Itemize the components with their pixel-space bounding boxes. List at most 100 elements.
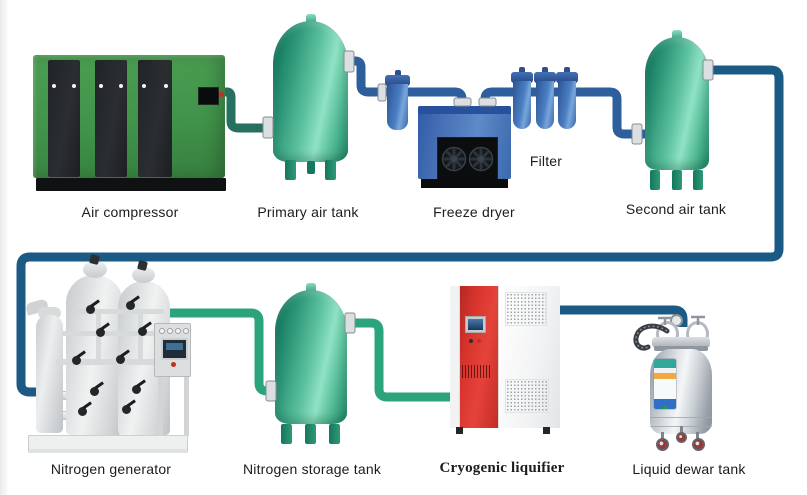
label-nitrogen-generator: Nitrogen generator: [50, 461, 172, 477]
tank-leg: [285, 160, 296, 180]
filter-vent: [564, 67, 570, 75]
valve-icon: [132, 385, 141, 394]
cabinet-leg: [184, 376, 189, 436]
pipe-liquifier-to-dewar: [556, 305, 688, 327]
liquifier-side-strip: [450, 286, 460, 428]
filter-graphic: [511, 67, 533, 129]
pipe-compressor-to-primary-tank: [220, 87, 270, 133]
dewar-top-plate: [652, 337, 710, 348]
label-cryogenic-liquifier: Cryogenic liquifier: [439, 460, 565, 476]
dewar-product-label: [654, 359, 676, 409]
filter-vent: [394, 70, 401, 78]
compressor-door-panel: [48, 60, 80, 177]
label-nitrogen-storage-tank: Nitrogen storage tank: [242, 461, 382, 477]
panel-bolt-icon: [52, 84, 56, 88]
tower-cap: [83, 261, 107, 278]
label-second-air-tank: Second air tank: [625, 201, 727, 217]
label-band: [654, 379, 676, 409]
air-compressor-graphic: [33, 55, 225, 178]
valve-icon: [96, 328, 105, 337]
liquifier-foot: [543, 427, 550, 434]
generator-pipe: [138, 313, 143, 365]
tank-vessel: [275, 290, 347, 424]
gauge-icon: [167, 328, 173, 334]
valve-icon: [78, 407, 87, 416]
tank-leg: [693, 170, 703, 190]
dryer-base: [421, 179, 508, 188]
generator-pipe: [56, 359, 168, 365]
panel-bolt-icon: [99, 84, 103, 88]
panel-bolt-icon: [164, 84, 168, 88]
label-liquid-dewar-tank: Liquid dewar tank: [632, 461, 746, 477]
panel-bolt-icon: [72, 84, 76, 88]
fan-icon: [468, 146, 494, 172]
compressor-base: [36, 178, 226, 191]
gauge-icon: [159, 328, 165, 334]
caster-fork: [696, 432, 699, 440]
filter-housing: [536, 81, 554, 129]
valve-icon: [138, 327, 147, 336]
tank-leg: [281, 424, 292, 444]
liquifier-foot: [456, 427, 463, 434]
label-band: [654, 399, 676, 409]
label-air-compressor: Air compressor: [81, 204, 179, 220]
pipe-flange: [262, 116, 274, 139]
pipe-flange: [478, 97, 497, 107]
filter-graphic: [556, 67, 578, 129]
fan-icon: [441, 146, 467, 172]
filter-cap: [511, 72, 533, 83]
pipe-flange: [343, 50, 355, 73]
valve-icon: [116, 355, 125, 364]
generator-pipe: [74, 309, 164, 314]
filter-cap: [556, 72, 578, 83]
pipe-flange: [453, 97, 472, 107]
pipe-flange: [377, 83, 387, 102]
valve-icon: [90, 387, 99, 396]
filter-housing: [387, 84, 408, 130]
filter-vent: [519, 67, 525, 75]
pipe-flange: [702, 59, 714, 81]
generator-base-platform: [28, 435, 188, 453]
tank-top-valve: [305, 14, 316, 24]
tank-leg: [325, 160, 336, 180]
generator-control-cabinet: [154, 323, 191, 377]
prefilter-graphic: [385, 70, 410, 130]
gauge-icon: [175, 328, 181, 334]
liquifier-vent-grille: [462, 365, 490, 378]
liquifier-button: [477, 339, 481, 343]
caster-wheel: [692, 438, 705, 451]
gauge-icon: [183, 328, 189, 334]
panel-bolt-icon: [119, 84, 123, 88]
valve-icon: [126, 301, 135, 310]
tank-leg: [305, 424, 316, 444]
tank-leg: [672, 170, 682, 190]
pipe-primary-tank-to-prefilter: [350, 56, 388, 97]
liquid-dewar-tank-graphic: [628, 310, 724, 452]
compressor-door-panel: [95, 60, 127, 177]
compressor-display-screen: [198, 87, 219, 105]
pipe-flange: [344, 312, 356, 334]
tank-drain: [306, 161, 315, 174]
nitrogen-storage-tank-graphic: [275, 283, 347, 444]
label-primary-air-tank: Primary air tank: [257, 204, 359, 220]
pipe-flange: [265, 380, 277, 402]
primary-air-tank-graphic: [273, 14, 348, 180]
label-filter: Filter: [529, 153, 563, 169]
tank-leg: [650, 170, 660, 190]
caster-fork: [680, 426, 683, 434]
panel-bolt-icon: [142, 84, 146, 88]
pipe-freeze-dryer-to-second-tank: [480, 87, 648, 139]
nitrogen-generator-graphic: [24, 254, 194, 455]
valve-icon: [72, 356, 81, 365]
label-freeze-dryer: Freeze dryer: [433, 204, 515, 220]
pipe-generator-to-storage-tank: [164, 308, 280, 396]
tank-vessel: [273, 21, 348, 162]
freeze-dryer-graphic: [418, 106, 511, 188]
dewar-valve-handles: [658, 315, 705, 325]
filter-cap: [385, 75, 410, 86]
tank-top-valve: [306, 283, 316, 293]
compressor-door-panel: [138, 60, 172, 177]
cabinet-leg: [158, 376, 163, 436]
